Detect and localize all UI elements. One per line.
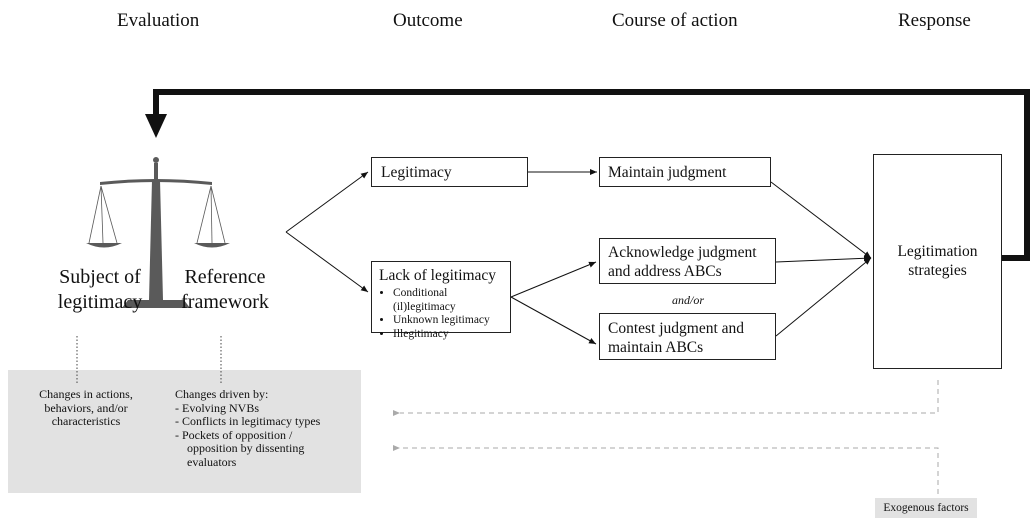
legitimacy-box: Legitimacy bbox=[371, 157, 528, 187]
and-or-label: and/or bbox=[672, 293, 705, 307]
lack-item: Conditional (il)legitimacy bbox=[393, 287, 503, 314]
changes-driven-by: Changes driven by: - Evolving NVBs - Con… bbox=[175, 387, 361, 470]
lack-item: Unknown legitimacy bbox=[393, 314, 503, 328]
reference-framework-label: Reference framework bbox=[181, 266, 269, 313]
exogenous-panel bbox=[875, 498, 977, 518]
driver-item: - Conflicts in legitimacy types bbox=[175, 414, 321, 428]
lack-of-legitimacy-list: Conditional (il)legitimacy Unknown legit… bbox=[379, 287, 503, 341]
driver-item: - Pockets of opposition / opposition by … bbox=[175, 427, 305, 469]
maintain-judgment-label: Maintain judgment bbox=[608, 164, 727, 181]
header-response: Response bbox=[898, 10, 971, 31]
subject-of-legitimacy-label: Subject of legitimacy bbox=[57, 266, 143, 313]
header-outcome: Outcome bbox=[393, 10, 463, 31]
scale-icon bbox=[86, 157, 230, 308]
feedback-arrowhead bbox=[145, 114, 167, 138]
header-evaluation: Evaluation bbox=[117, 10, 200, 31]
legitimacy-label: Legitimacy bbox=[381, 164, 452, 181]
driver-item: - Evolving NVBs bbox=[175, 400, 260, 415]
changes-panel bbox=[8, 370, 361, 493]
acknowledge-judgment-box: Acknowledge judgment and address ABCs bbox=[599, 238, 776, 284]
legitimation-strategies-label: Legitimation strategies bbox=[897, 243, 978, 279]
changes-driven-by-title: Changes driven by: bbox=[175, 387, 269, 401]
changes-in-actions-text: Changes in actions, behaviors, and/or ch… bbox=[39, 387, 133, 428]
lack-of-legitimacy-title: Lack of legitimacy bbox=[379, 267, 497, 284]
contest-judgment-box: Contest judgment and maintain ABCs bbox=[599, 313, 776, 360]
lack-item: Illegitimacy bbox=[393, 328, 503, 342]
changes-driven-by-list: - Evolving NVBs - Conflicts in legitimac… bbox=[175, 400, 361, 470]
legitimation-strategies-box: Legitimation strategies bbox=[873, 154, 1002, 369]
exogenous-factors-label: Exogenous factors bbox=[883, 502, 969, 514]
contest-judgment-label: Contest judgment and maintain ABCs bbox=[608, 320, 745, 356]
maintain-judgment-box: Maintain judgment bbox=[599, 157, 771, 187]
feedback-loop-arrow bbox=[153, 89, 1030, 261]
lack-of-legitimacy-box: Lack of legitimacy Conditional (il)legit… bbox=[371, 261, 511, 340]
acknowledge-judgment-label: Acknowledge judgment and address ABCs bbox=[608, 244, 757, 280]
header-course-of-action: Course of action bbox=[612, 10, 738, 31]
